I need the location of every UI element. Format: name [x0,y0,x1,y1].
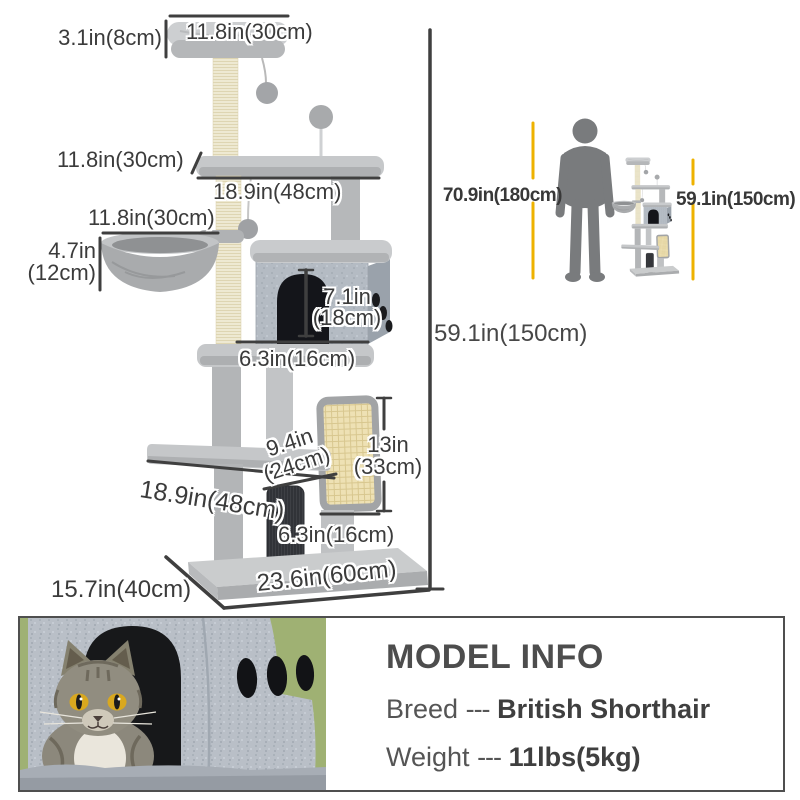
dim-total-height: 59.1in(150cm) [434,320,588,347]
condo-air-holes [236,655,315,698]
dim-upper-platform-height: 11.8in(30cm) [57,147,184,172]
human-silhouette [555,118,615,282]
cat-photo [20,618,326,790]
breed-value: British Shorthair [497,694,711,724]
dimension-lines [98,14,445,610]
dim-scratcher-height: 13in (33cm) [353,432,423,479]
dim-lower-post-height: 6.3in(16cm) [278,522,395,547]
breed-label: Breed [386,694,459,724]
dim-door-height: 7.1in (18cm) [312,284,382,330]
weight-value: 11lbs(5kg) [508,742,641,772]
human-height-label: 70.9in(180cm) [442,185,563,206]
dim-perch-thickness: 3.1in(8cm) [58,25,162,50]
dim-perch-diameter: 11.8in(30cm) [186,19,313,44]
dim-basket-diameter: 11.8in(30cm) [88,205,215,230]
dim-upper-platform-width: 18.9in(48cm) [213,179,342,204]
mini-tree-height-label: 59.1in(150cm) [676,189,796,210]
weight-label: Weight [386,742,470,772]
model-info-title: MODEL INFO [386,638,604,676]
breed-row: Breed --- British Shorthair [386,694,773,725]
model-info-section: MODEL INFO Breed --- British Shorthair W… [326,618,783,790]
dim-condo-width: 6.3in(16cm) [239,346,356,371]
mini-cat-tree [611,157,680,277]
breed-separator: --- [465,694,491,724]
height-guide-lines [531,121,695,281]
dim-base-depth: 15.7in(40cm) [51,576,192,603]
weight-row: Weight --- 11lbs(5kg) [386,742,773,773]
weight-separator: --- [477,742,502,772]
model-info-panel: MODEL INFO Breed --- British Shorthair W… [18,616,785,792]
dim-basket-depth: 4.7in (12cm) [27,238,96,285]
